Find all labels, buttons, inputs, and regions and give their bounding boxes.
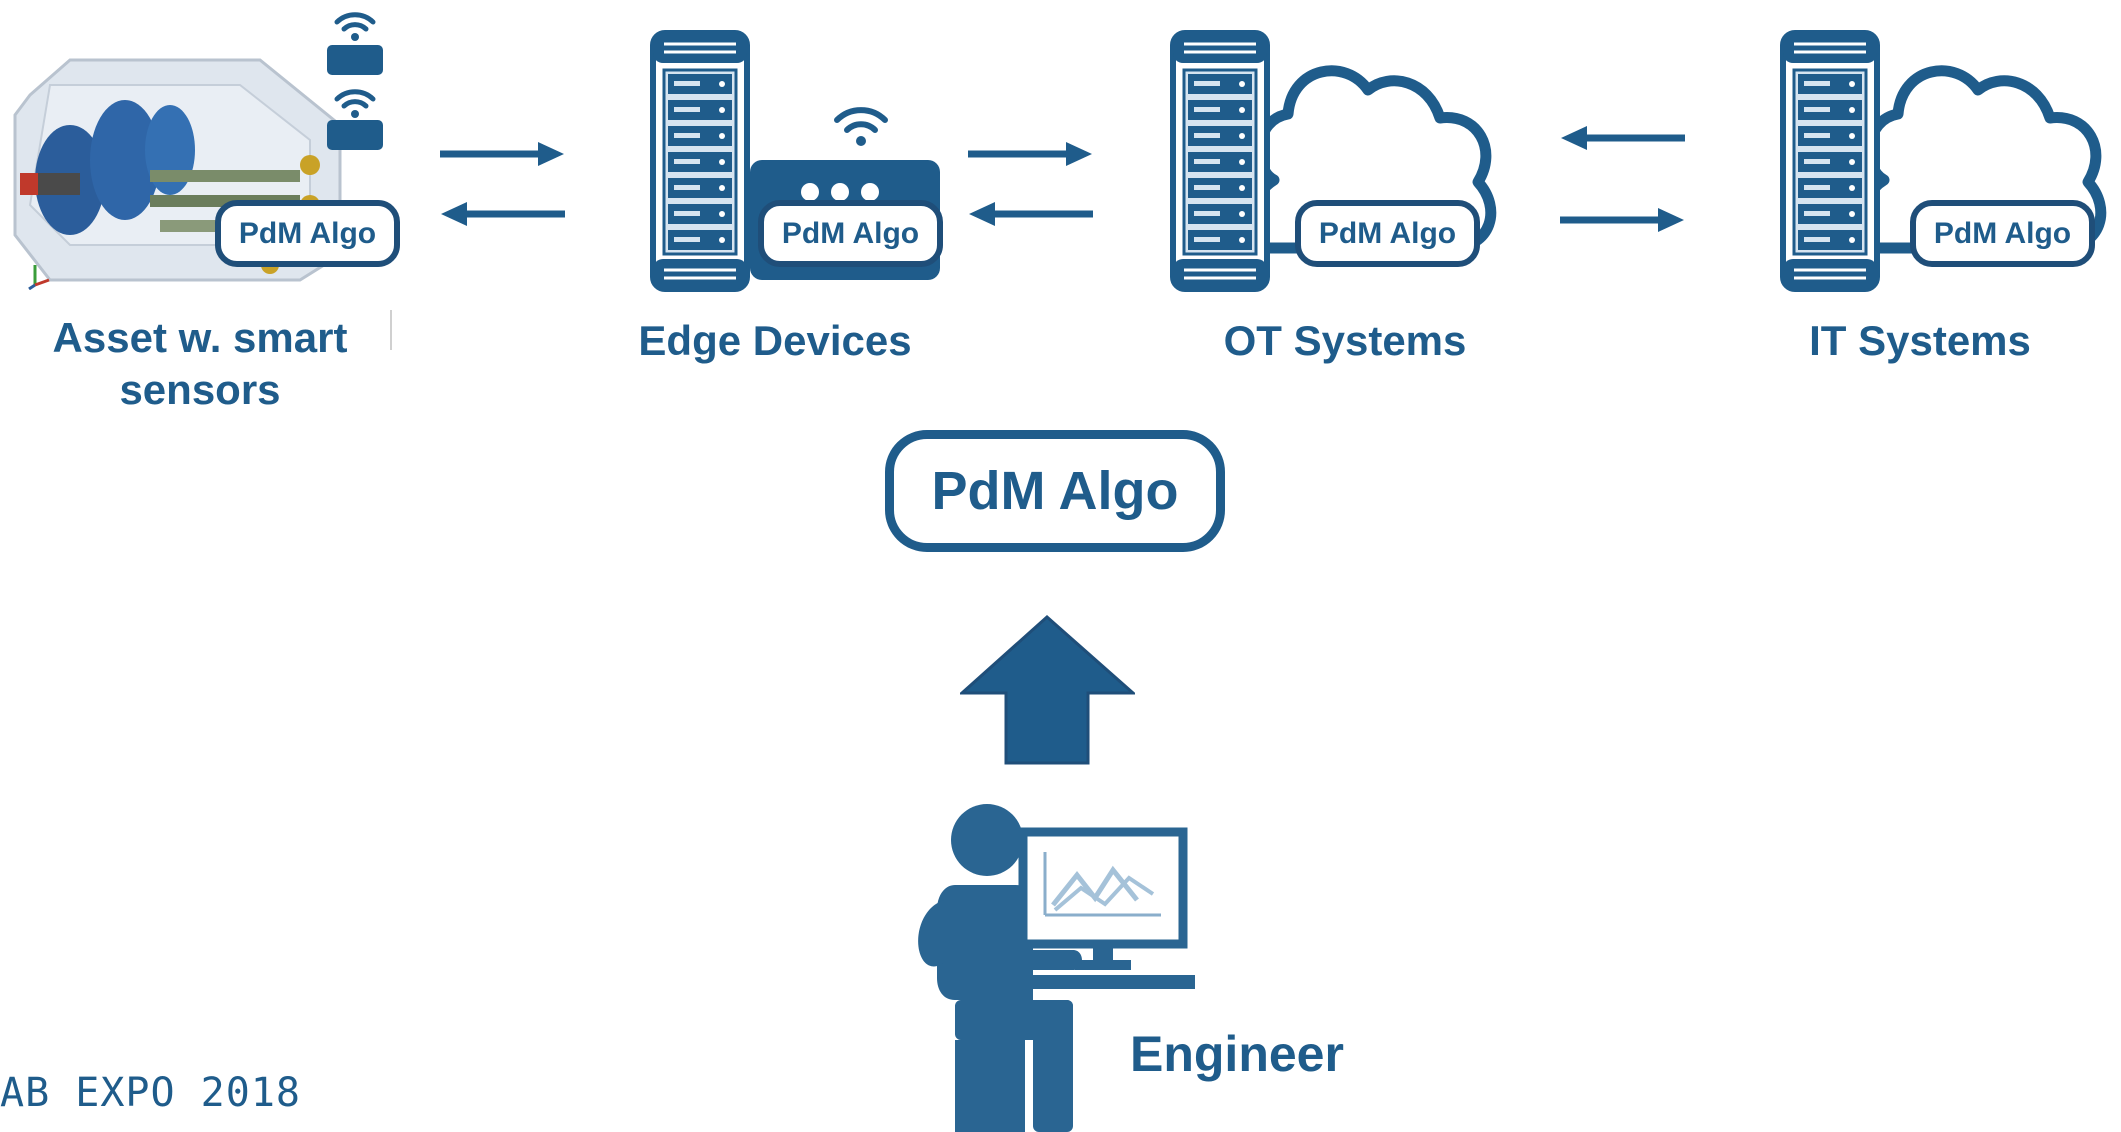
- it-label: IT Systems: [1809, 317, 2031, 364]
- engineer-label: Engineer: [1130, 1026, 1344, 1082]
- divider: [390, 310, 392, 350]
- edge-algo-badge: PdM Algo: [758, 200, 943, 267]
- ot-label: OT Systems: [1223, 317, 1467, 364]
- sensor-icon: [327, 45, 383, 75]
- asset-label: Asset w. smart sensors: [52, 314, 348, 413]
- it-node: PdM Algo: [1780, 30, 2120, 295]
- up-arrow-icon: [960, 615, 1135, 765]
- arrow-left-icon: [969, 202, 1093, 226]
- arrow-left-icon: [1561, 126, 1685, 150]
- edge-label: Edge Devices: [638, 317, 912, 364]
- server-icon: [1780, 30, 1880, 292]
- ot-node: PdM Algo: [1170, 30, 1510, 295]
- ot-algo-badge: PdM Algo: [1295, 200, 1480, 267]
- wifi-icon: [334, 89, 376, 118]
- asset-algo-badge: PdM Algo: [215, 200, 400, 267]
- footer-text: AB EXPO 2018: [0, 1070, 301, 1116]
- arrow-right-icon: [440, 142, 564, 166]
- server-icon: [650, 30, 750, 292]
- center-algo-box: PdM Algo: [885, 430, 1225, 552]
- wifi-icon: [834, 107, 888, 146]
- sensor-icon: [327, 120, 383, 150]
- it-algo-badge: PdM Algo: [1910, 200, 2095, 267]
- server-icon: [1170, 30, 1270, 292]
- arrow-left-icon: [441, 202, 565, 226]
- asset-node: PdM Algo: [0, 0, 400, 350]
- arrow-right-icon: [1560, 208, 1684, 232]
- axis-icon: [28, 265, 50, 290]
- edge-node: PdM Algo: [650, 30, 950, 292]
- arrow-right-icon: [968, 142, 1092, 166]
- engineer-at-computer-icon: [918, 804, 1195, 1132]
- wifi-icon: [334, 12, 376, 41]
